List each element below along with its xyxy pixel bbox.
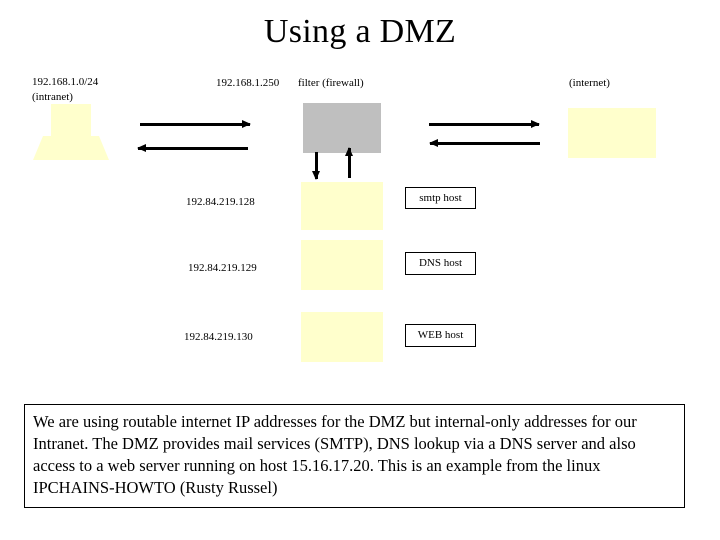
arrow-shaft (348, 148, 351, 178)
dmz-host-box-1[interactable]: smtp host (405, 187, 476, 209)
arrow-head-right-icon (531, 120, 540, 128)
arrow-head-up-icon (345, 147, 353, 156)
arrow-head-down-icon (312, 171, 320, 180)
intranet-address-label: 192.168.1.0/24 (32, 76, 99, 88)
dmz-address-label-2: 192.84.219.129 (188, 262, 257, 274)
intranet-node-shape (33, 104, 109, 160)
intranet-shape-top (51, 104, 91, 138)
dmz-zone-box-1 (301, 182, 383, 230)
dmz-address-label-3: 192.84.219.130 (184, 331, 253, 343)
arrow-shaft (140, 123, 250, 126)
arrow-firewall-to-internet (429, 120, 540, 129)
firewall-interface-label: 192.168.1.250 (216, 77, 280, 89)
arrow-dmz-to-firewall (345, 147, 354, 178)
arrow-head-left-icon (429, 139, 438, 147)
intranet-shape-base (33, 136, 109, 160)
arrow-internet-to-firewall (429, 139, 540, 148)
arrow-firewall-to-intranet (137, 144, 248, 153)
dmz-address-label-1: 192.84.219.128 (186, 196, 255, 208)
arrow-shaft (315, 152, 318, 179)
dmz-host-box-2[interactable]: DNS host (405, 252, 476, 275)
dmz-zone-box-3 (301, 312, 383, 362)
page-title: Using a DMZ (263, 13, 457, 50)
intranet-name-label: (intranet) (32, 91, 73, 103)
arrow-shaft (430, 142, 540, 145)
firewall-name-label: filter (firewall) (298, 77, 364, 89)
description-note: We are using routable internet IP addres… (24, 404, 685, 508)
firewall-node-shape (303, 103, 381, 153)
arrow-head-right-icon (242, 120, 251, 128)
dmz-zone-box-2 (301, 240, 383, 290)
arrow-shaft (138, 147, 248, 150)
internet-name-label: (internet) (569, 77, 610, 89)
arrow-firewall-to-dmz (312, 152, 321, 180)
arrow-shaft (429, 123, 539, 126)
dmz-host-box-3[interactable]: WEB host (405, 324, 476, 347)
arrow-head-left-icon (137, 144, 146, 152)
arrow-intranet-to-firewall (140, 120, 251, 129)
internet-node-shape (568, 108, 656, 158)
